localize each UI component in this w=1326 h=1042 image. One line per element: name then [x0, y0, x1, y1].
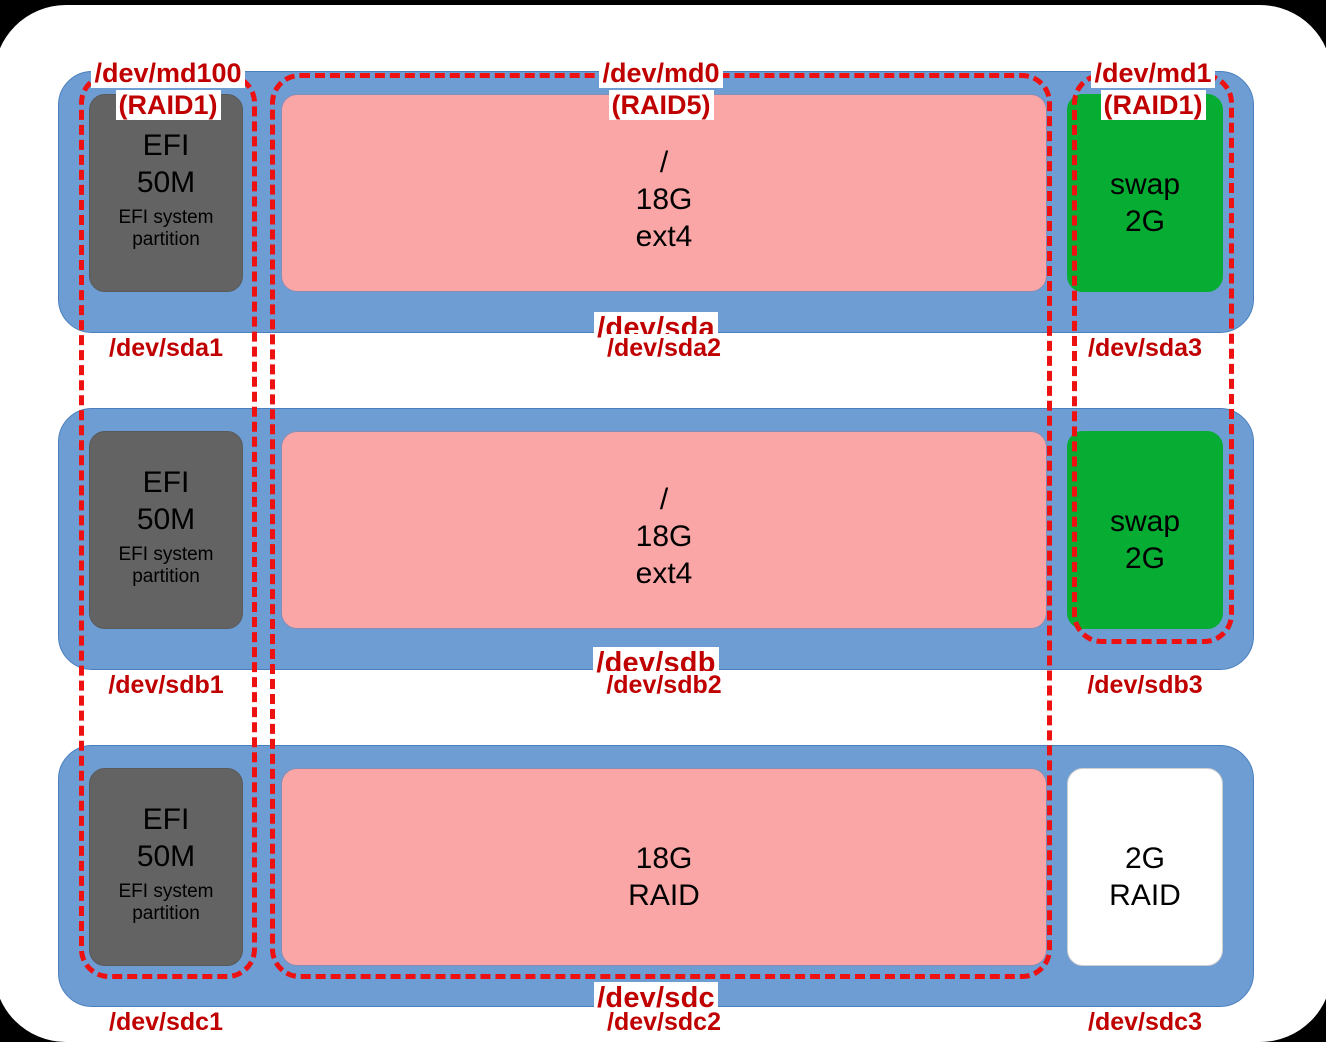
disk-sdc: EFI 50M EFI system partition /dev/sdc1 1… — [58, 745, 1254, 1036]
raid-group-md100-label: /dev/md100 (RAID1) — [79, 58, 257, 121]
raid-group-md0-label: /dev/md0 (RAID5) — [270, 58, 1052, 121]
partition-sda1-size: EFI 50M — [136, 129, 196, 199]
partition-sdb3-size: swap 2G — [1109, 505, 1181, 575]
partition-sda3-device: /dev/sda3 — [1086, 334, 1204, 362]
partition-sdc1: EFI 50M EFI system partition — [89, 768, 243, 966]
partition-sda2-device: /dev/sda2 — [605, 334, 723, 362]
partition-sda1-note: EFI system partition — [118, 207, 214, 250]
diagram-canvas: EFI 50M EFI system partition /dev/sda1 /… — [0, 5, 1326, 1042]
raid-group-md1-label: /dev/md1 (RAID1) — [1072, 58, 1234, 121]
partition-sdc1-device: /dev/sdc1 — [107, 1008, 225, 1036]
partition-sdb1-size: EFI 50M — [136, 466, 196, 536]
partition-sdc3: 2G RAID — [1067, 768, 1223, 966]
partition-sdc1-size: EFI 50M — [136, 803, 196, 873]
partition-sdc2-device: /dev/sdc2 — [605, 1008, 723, 1036]
partition-sdb3: swap 2G — [1067, 431, 1223, 629]
partition-sda3: swap 2G — [1067, 94, 1223, 292]
partition-sdb2-device: /dev/sdb2 — [604, 671, 724, 699]
partition-sdc2: 18G RAID — [281, 768, 1047, 966]
partition-sdc1-note: EFI system partition — [118, 881, 214, 924]
partition-sda1: EFI 50M EFI system partition — [89, 94, 243, 292]
partition-sdb2-size: / 18G ext4 — [635, 483, 693, 590]
partition-sdb1: EFI 50M EFI system partition — [89, 431, 243, 629]
partition-sdc3-device: /dev/sdc3 — [1086, 1008, 1204, 1036]
partition-sda1-device: /dev/sda1 — [107, 334, 225, 362]
partition-sda3-size: swap 2G — [1109, 168, 1181, 238]
partition-sdc2-size: 18G RAID — [628, 842, 700, 912]
disk-sdb: EFI 50M EFI system partition /dev/sdb1 /… — [58, 408, 1254, 699]
partition-sdb1-note: EFI system partition — [118, 544, 214, 587]
partition-sdb2: / 18G ext4 — [281, 431, 1047, 629]
partition-sda2-size: / 18G ext4 — [635, 146, 693, 253]
partition-sda2: / 18G ext4 — [281, 94, 1047, 292]
partition-sdb3-device: /dev/sdb3 — [1085, 671, 1205, 699]
partition-sdc3-size: 2G RAID — [1109, 842, 1181, 912]
partition-sdb1-device: /dev/sdb1 — [106, 671, 226, 699]
